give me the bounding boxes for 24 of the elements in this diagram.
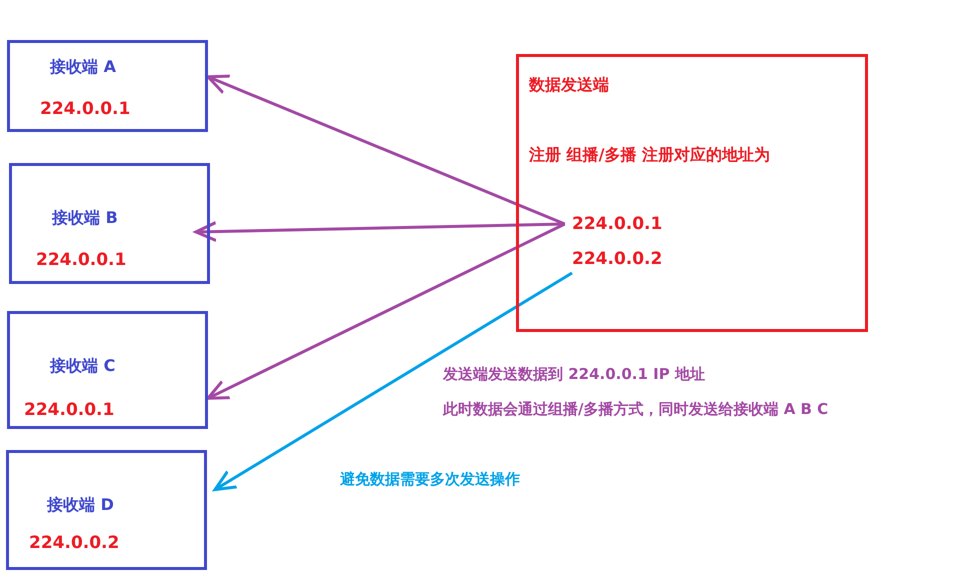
node-title: 接收端 C [50, 356, 116, 377]
annotation-text: 发送端发送数据到 224.0.0.1 IP 地址 [443, 365, 705, 384]
sender-box [516, 54, 868, 332]
arrow [206, 222, 566, 400]
receiver-box [7, 311, 208, 429]
receiver-box [6, 450, 207, 570]
node-title: 接收端 A [50, 57, 116, 78]
arrow [206, 74, 566, 226]
ip-address: 224.0.0.1 [572, 214, 662, 234]
node-title: 接收端 B [52, 208, 118, 229]
arrow [214, 272, 573, 492]
arrow [194, 221, 565, 242]
ip-address: 224.0.0.1 [24, 400, 114, 420]
receiver-box [9, 163, 210, 284]
ip-address: 224.0.0.2 [29, 533, 120, 553]
annotation-text: 避免数据需要多次发送操作 [340, 470, 520, 489]
ip-address: 224.0.0.2 [572, 249, 662, 269]
annotation-text: 此时数据会通过组播/多播方式，同时发送给接收端 A B C [443, 400, 828, 419]
node-title: 接收端 D [47, 495, 114, 516]
ip-address: 224.0.0.1 [40, 99, 130, 119]
ip-address: 224.0.0.1 [36, 250, 126, 270]
node-note: 注册 组播/多播 注册对应的地址为 [529, 145, 770, 166]
receiver-box [7, 40, 208, 132]
node-title: 数据发送端 [529, 75, 609, 96]
